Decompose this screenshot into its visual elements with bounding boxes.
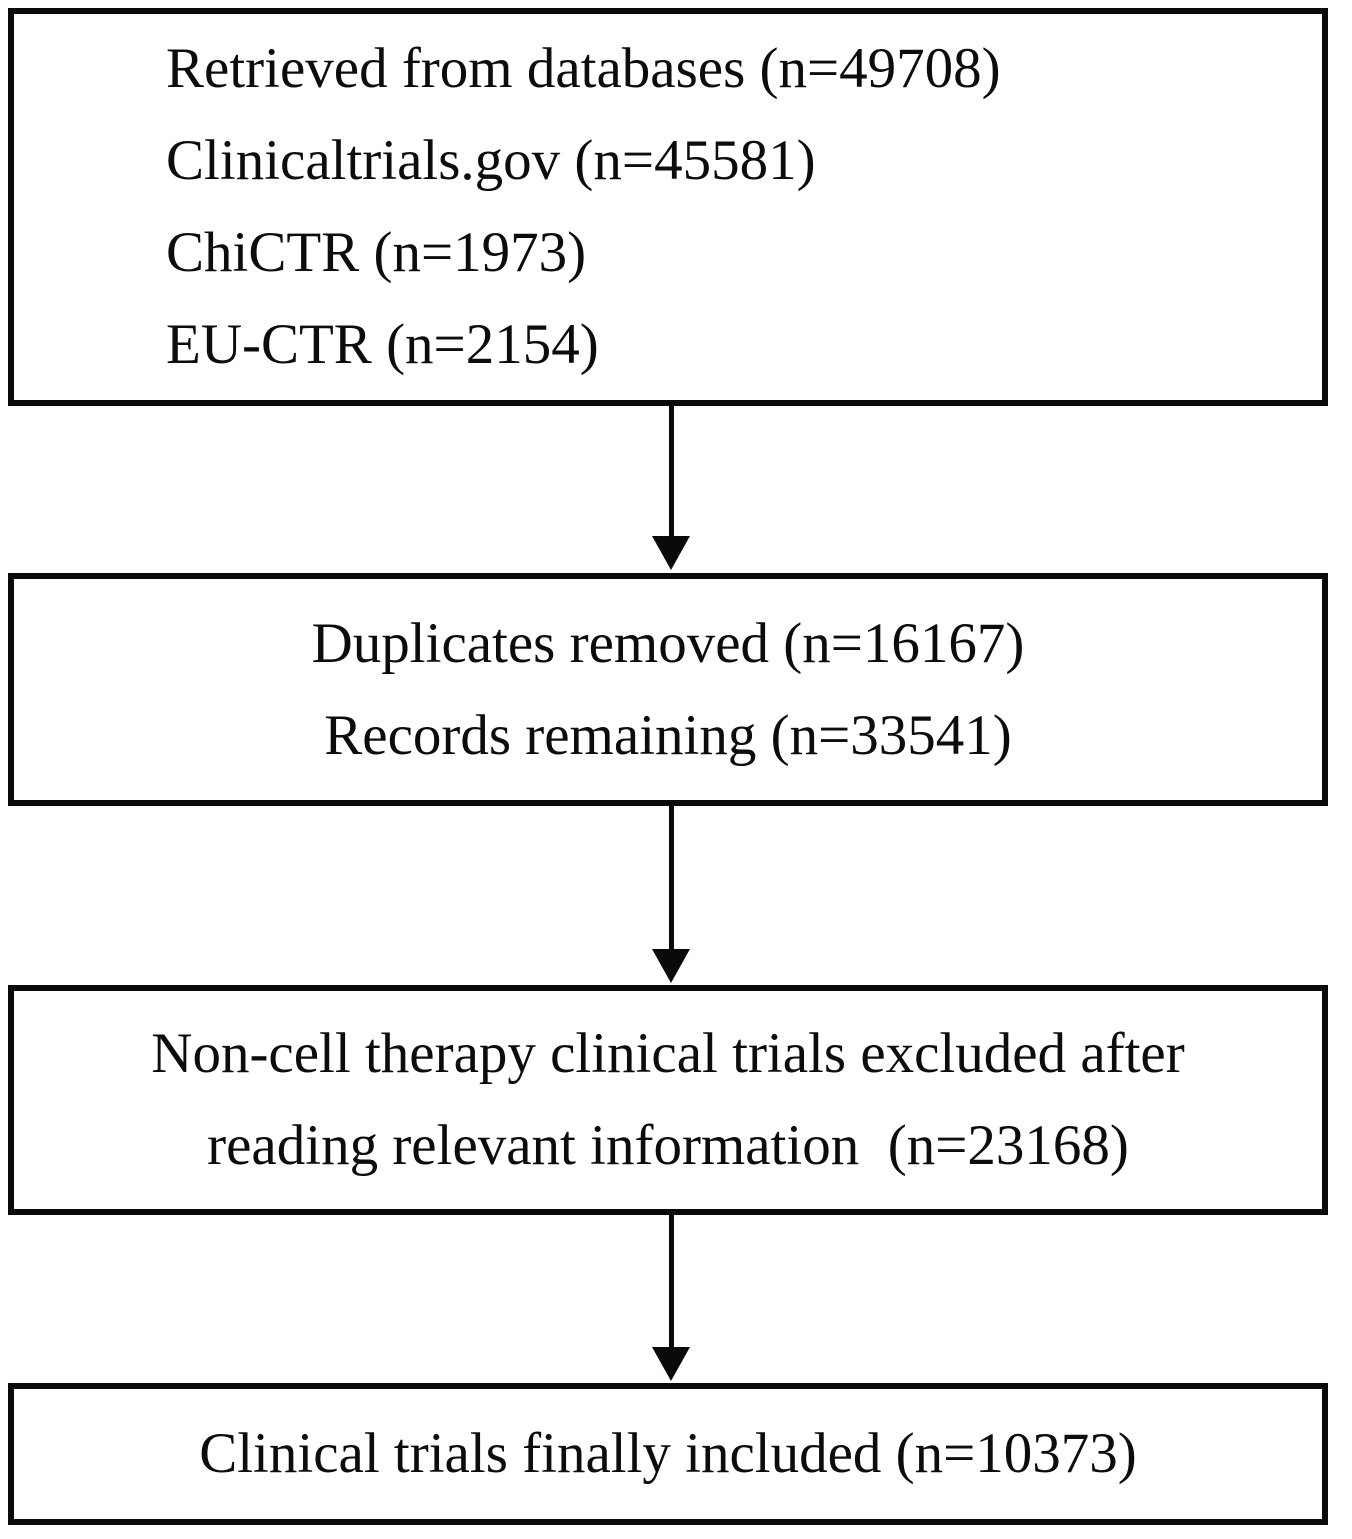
flow-box-line: Non-cell therapy clinical trials exclude… xyxy=(151,1022,1185,1085)
flow-box-line: Clinical trials finally included (n=1037… xyxy=(199,1422,1137,1485)
arrow-down-icon xyxy=(652,1347,690,1381)
flow-box-line: Records remaining (n=33541) xyxy=(324,703,1012,767)
flow-box-line: EU-CTR (n=2154) xyxy=(166,313,599,376)
flow-box-noncell-excluded: Non-cell therapy clinical trials exclude… xyxy=(8,985,1328,1215)
flow-box-line: ChiCTR (n=1973) xyxy=(166,221,587,284)
flow-box-line: Retrieved from databases (n=49708) xyxy=(166,37,1001,100)
arrow-stem xyxy=(669,1213,674,1349)
flow-box-duplicates-removed: Duplicates removed (n=16167) Records rem… xyxy=(8,573,1328,806)
flow-box-finally-included: Clinical trials finally included (n=1037… xyxy=(8,1383,1328,1525)
arrow-stem xyxy=(669,804,674,951)
flow-box-line: Clinicaltrials.gov (n=45581) xyxy=(166,129,816,192)
arrow-down-icon xyxy=(652,949,690,983)
flow-box-line: Duplicates removed (n=16167) xyxy=(311,611,1025,675)
arrow-down-icon xyxy=(652,536,690,570)
arrow-stem xyxy=(669,406,674,538)
flow-box-line: reading relevant information (n=23168) xyxy=(207,1114,1129,1177)
flow-box-retrieved-from-databases: Retrieved from databases (n=49708) Clini… xyxy=(8,8,1328,406)
